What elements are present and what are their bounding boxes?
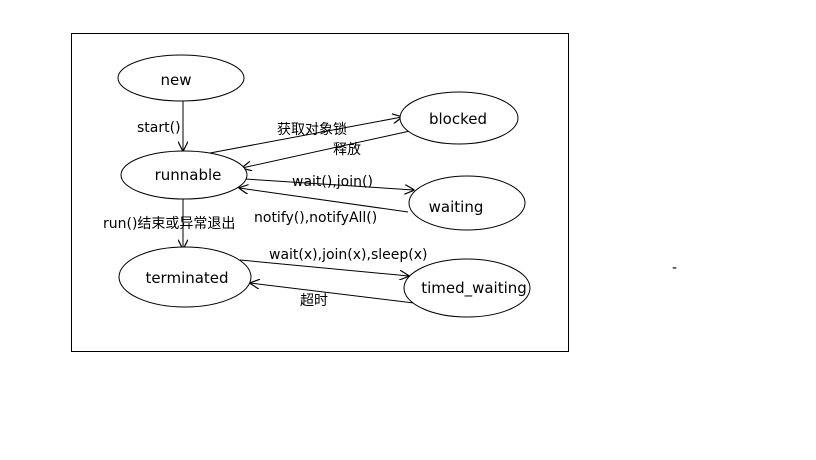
state-timed-waiting: timed_waiting: [403, 258, 531, 318]
state-blocked: blocked: [399, 91, 519, 145]
edge-waiting-to-runnable: [239, 188, 409, 213]
state-waiting-label: waiting: [429, 198, 484, 216]
stray-dash: -: [672, 260, 677, 276]
label-acquire-lock: 获取对象锁: [277, 122, 347, 138]
state-waiting: waiting: [408, 175, 526, 231]
state-terminated: terminated: [118, 246, 252, 308]
label-notify: notify(),notifyAll(): [254, 210, 377, 226]
label-start: start(): [137, 120, 181, 136]
label-wait-join: wait(),join(): [292, 174, 373, 190]
edge-blocked-to-runnable: [242, 130, 411, 168]
state-new-label: new: [160, 71, 191, 89]
diagram-frame: [71, 33, 569, 352]
edge-runnable-to-waiting: [244, 178, 414, 190]
state-new: new: [117, 54, 245, 102]
edge-terminated-to-timed-waiting: [239, 259, 409, 276]
label-timed-wait: wait(x),join(x),sleep(x): [269, 247, 427, 263]
edge-runnable-to-blocked: [209, 117, 402, 154]
state-runnable: runnable: [120, 150, 248, 200]
state-runnable-label: runnable: [155, 166, 222, 184]
state-blocked-label: blocked: [429, 110, 487, 128]
label-run-end: run()结束或异常退出: [103, 216, 235, 232]
label-release: 释放: [333, 142, 361, 158]
edge-timed-waiting-to-terminated: [250, 283, 415, 304]
label-timeout: 超时: [300, 293, 328, 309]
state-terminated-label: terminated: [145, 269, 228, 287]
state-timed-waiting-label: timed_waiting: [421, 279, 527, 298]
